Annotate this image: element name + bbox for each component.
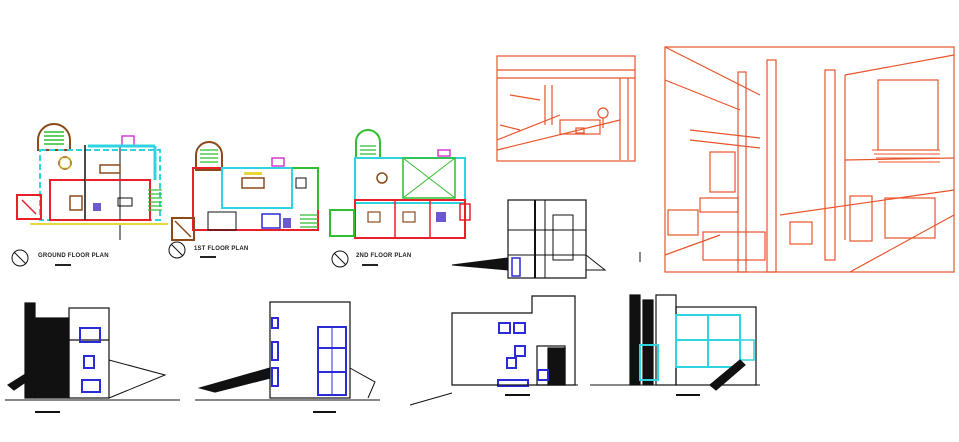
elevation-4 — [590, 294, 760, 396]
elevation-1 — [5, 302, 180, 413]
ground-floor-plan — [11, 123, 168, 267]
first-floor-plan — [168, 141, 319, 259]
ground-floor-plan-scale-bar — [55, 264, 71, 266]
second-floor-plan-title: 2ND FLOOR PLAN — [356, 253, 412, 259]
second-floor-plan-scale-bar — [362, 264, 378, 266]
elevation-2 — [195, 301, 380, 413]
building-section — [451, 199, 641, 279]
interior-perspective-large — [664, 46, 955, 273]
ground-floor-plan-title: GROUND FLOOR PLAN — [38, 253, 109, 259]
first-floor-plan-scale-bar — [200, 256, 216, 258]
interior-perspective-small — [496, 55, 636, 162]
first-floor-plan-title: 1ST FLOOR PLAN — [194, 246, 249, 252]
elevation-3 — [409, 295, 578, 406]
second-floor-plan — [329, 129, 471, 268]
